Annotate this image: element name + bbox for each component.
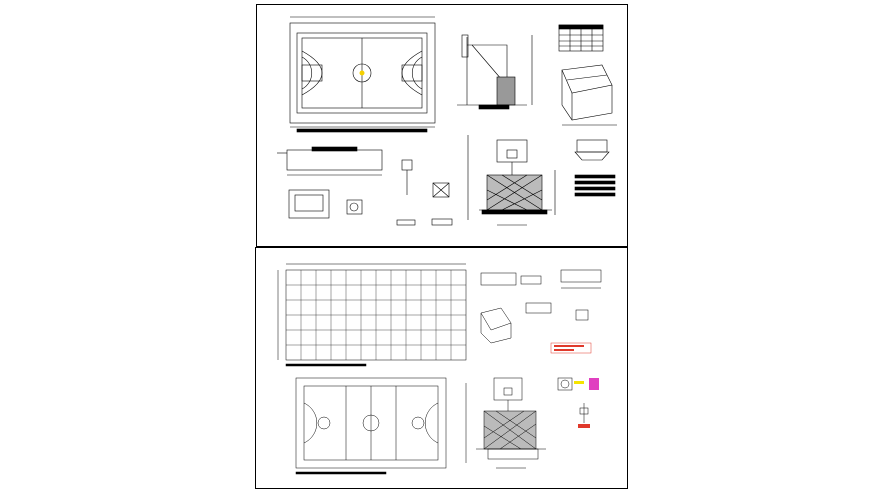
court-plan-top bbox=[289, 16, 436, 133]
legend-symbols bbox=[557, 377, 599, 428]
hoop-isometric bbox=[561, 64, 617, 126]
small-details bbox=[346, 159, 453, 226]
footing-detail bbox=[574, 139, 616, 197]
bench-elevation bbox=[277, 146, 383, 219]
detail-cluster bbox=[480, 269, 602, 354]
drawing-sheet-top bbox=[256, 4, 628, 247]
schedule-table bbox=[558, 24, 604, 52]
court-plan-bottom bbox=[295, 377, 447, 475]
sheet-top-drawing bbox=[277, 16, 617, 226]
hoop-front-elevation bbox=[467, 135, 556, 226]
column-grid-plan bbox=[277, 263, 467, 367]
hoop-side-elevation bbox=[457, 34, 533, 110]
sheet-bottom-drawing bbox=[277, 263, 602, 475]
center-mark bbox=[359, 70, 365, 76]
hoop-front-elevation-bottom bbox=[465, 377, 546, 469]
drawing-sheet-bottom bbox=[255, 247, 628, 489]
